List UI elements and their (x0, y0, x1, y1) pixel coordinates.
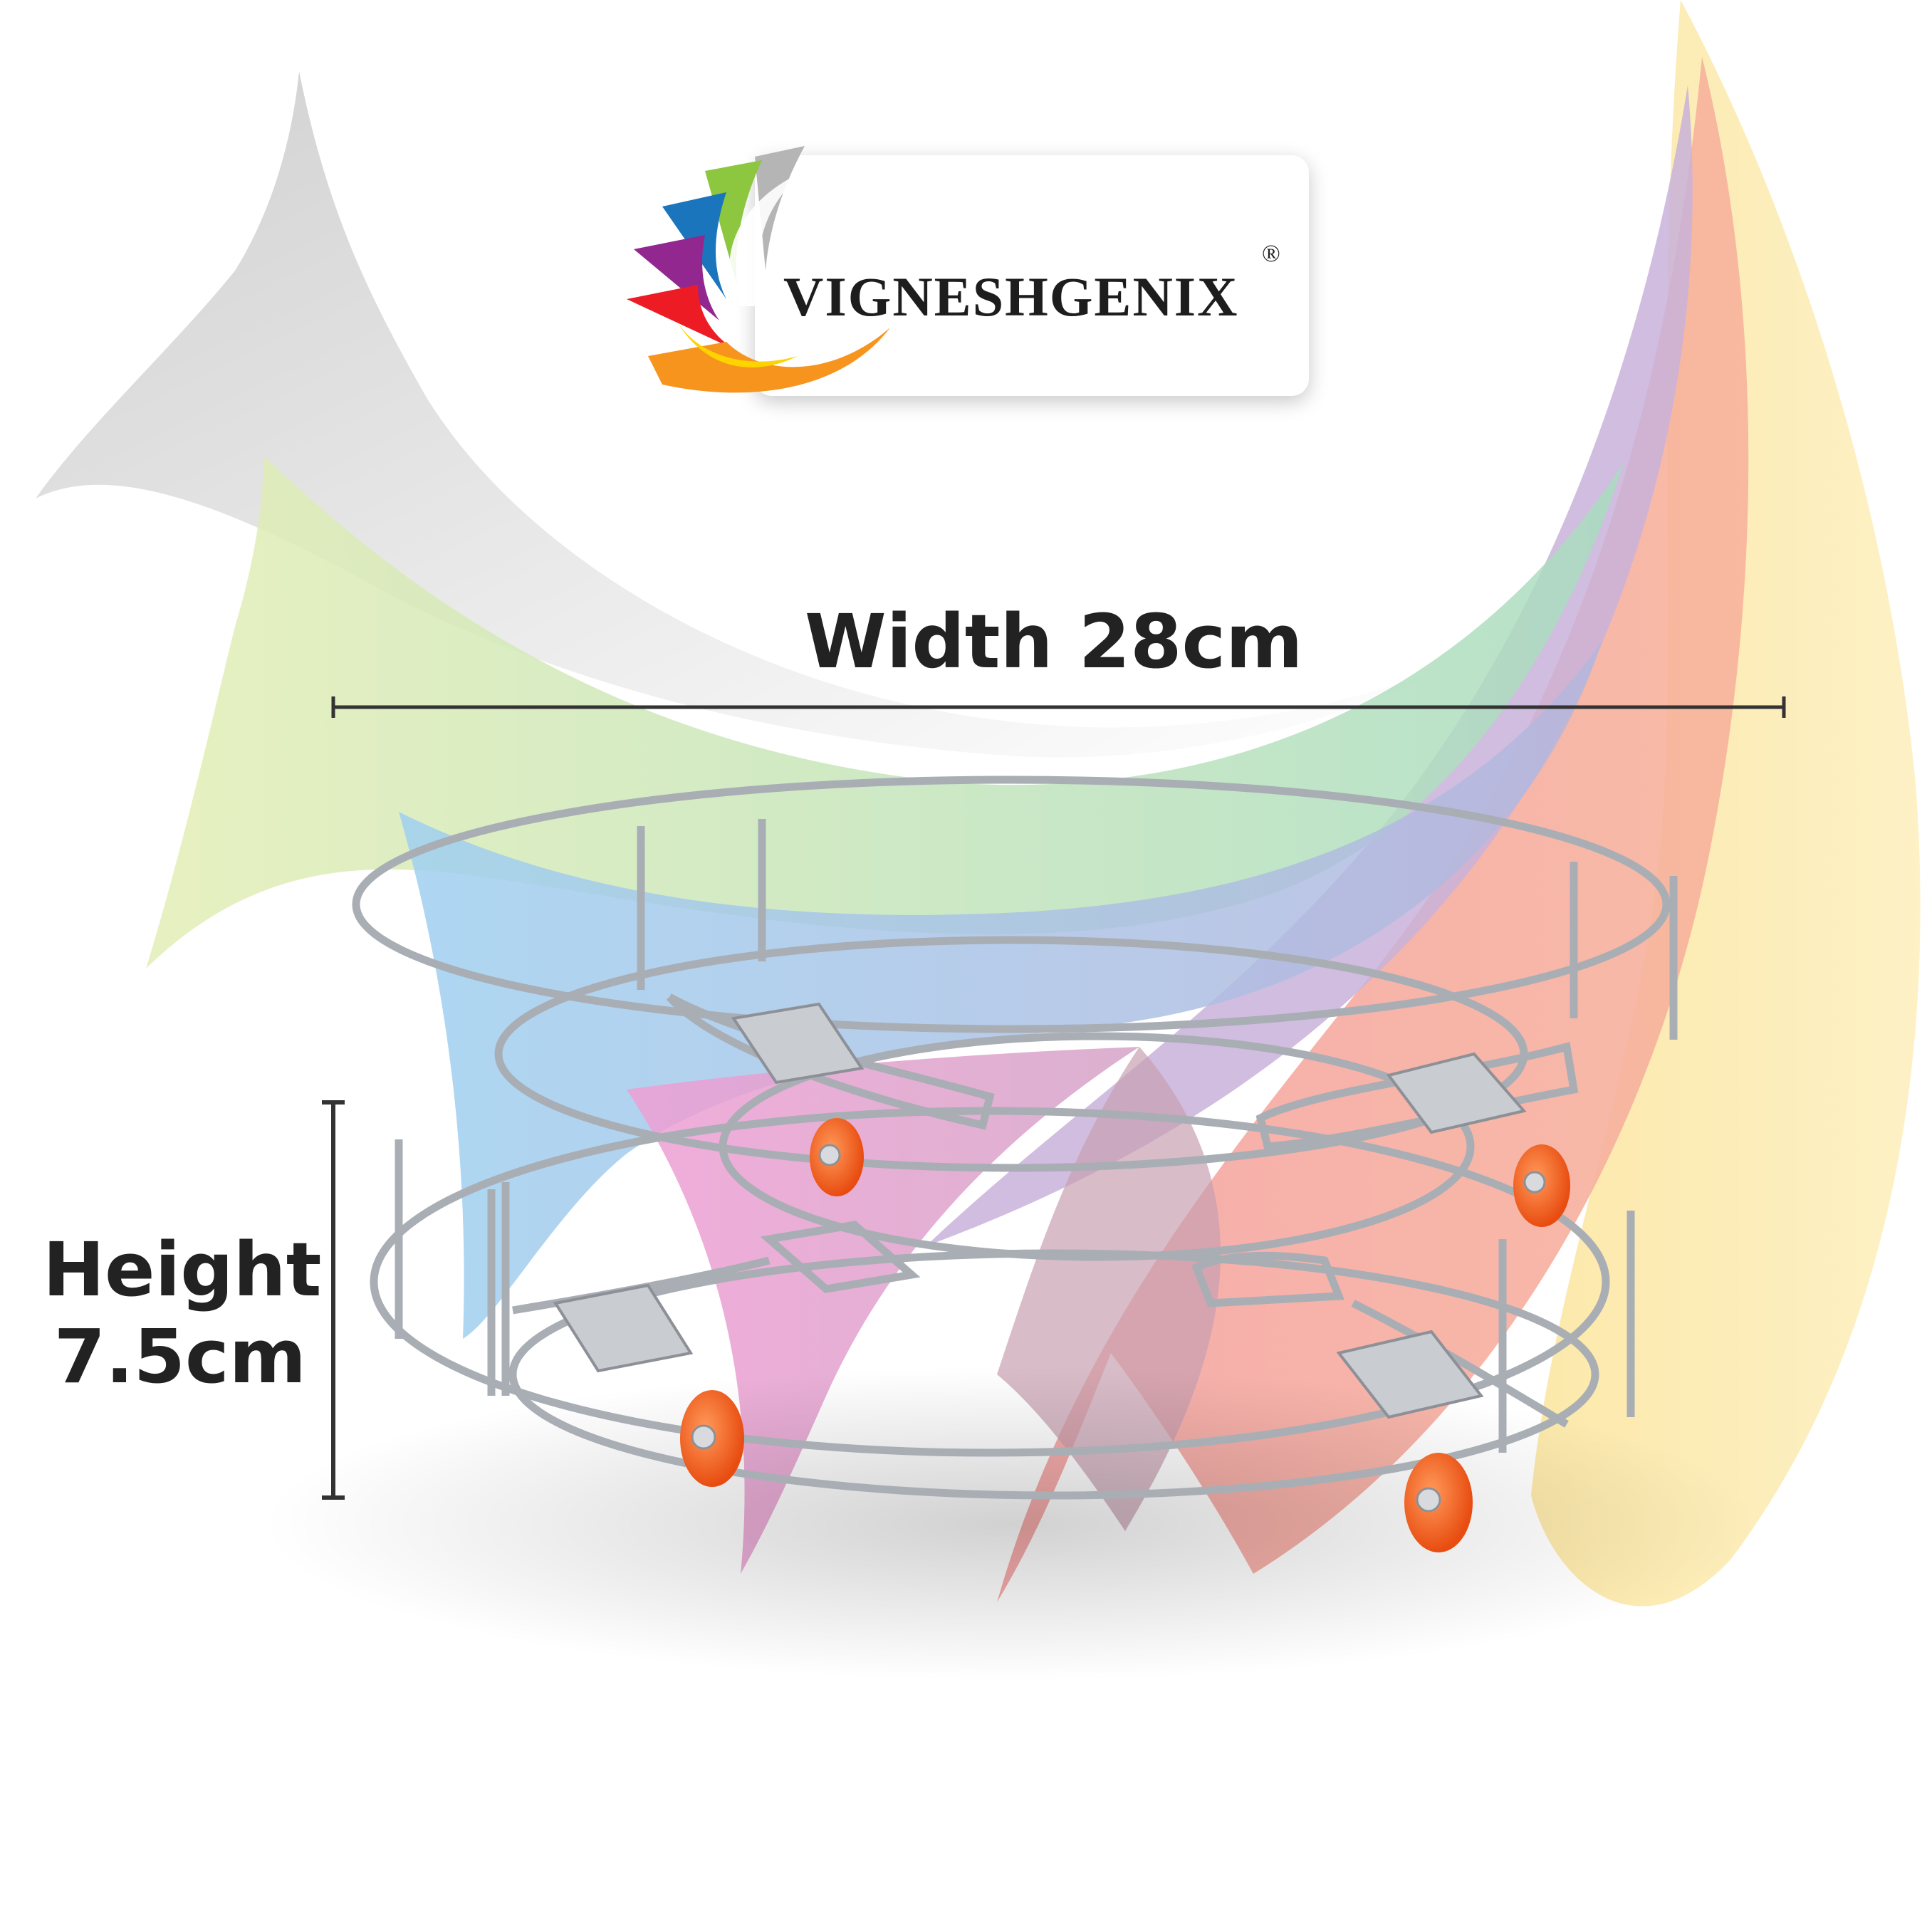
brand-logo-emblem (627, 146, 890, 393)
height-label-line1: Height (43, 1226, 322, 1313)
stand-frame (352, 776, 1678, 1500)
width-label: Width 28cm (805, 598, 1303, 685)
width-dimension-line (331, 696, 1786, 718)
height-label-line2: 7.5cm (53, 1313, 306, 1400)
ribbon-green (146, 456, 1624, 968)
brand-name: VIGNESHGENIX (783, 266, 1239, 328)
caster-plates (553, 1002, 1527, 1419)
ribbon-blue (399, 641, 1602, 1339)
floor-shadow (263, 1367, 1759, 1681)
height-dimension-line (322, 1100, 345, 1500)
ribbon-yellow (1531, 0, 1921, 1607)
registered-mark: ® (1262, 241, 1280, 267)
height-label: Height 7.5cm (43, 1226, 322, 1400)
caster-wheels (680, 1118, 1570, 1552)
